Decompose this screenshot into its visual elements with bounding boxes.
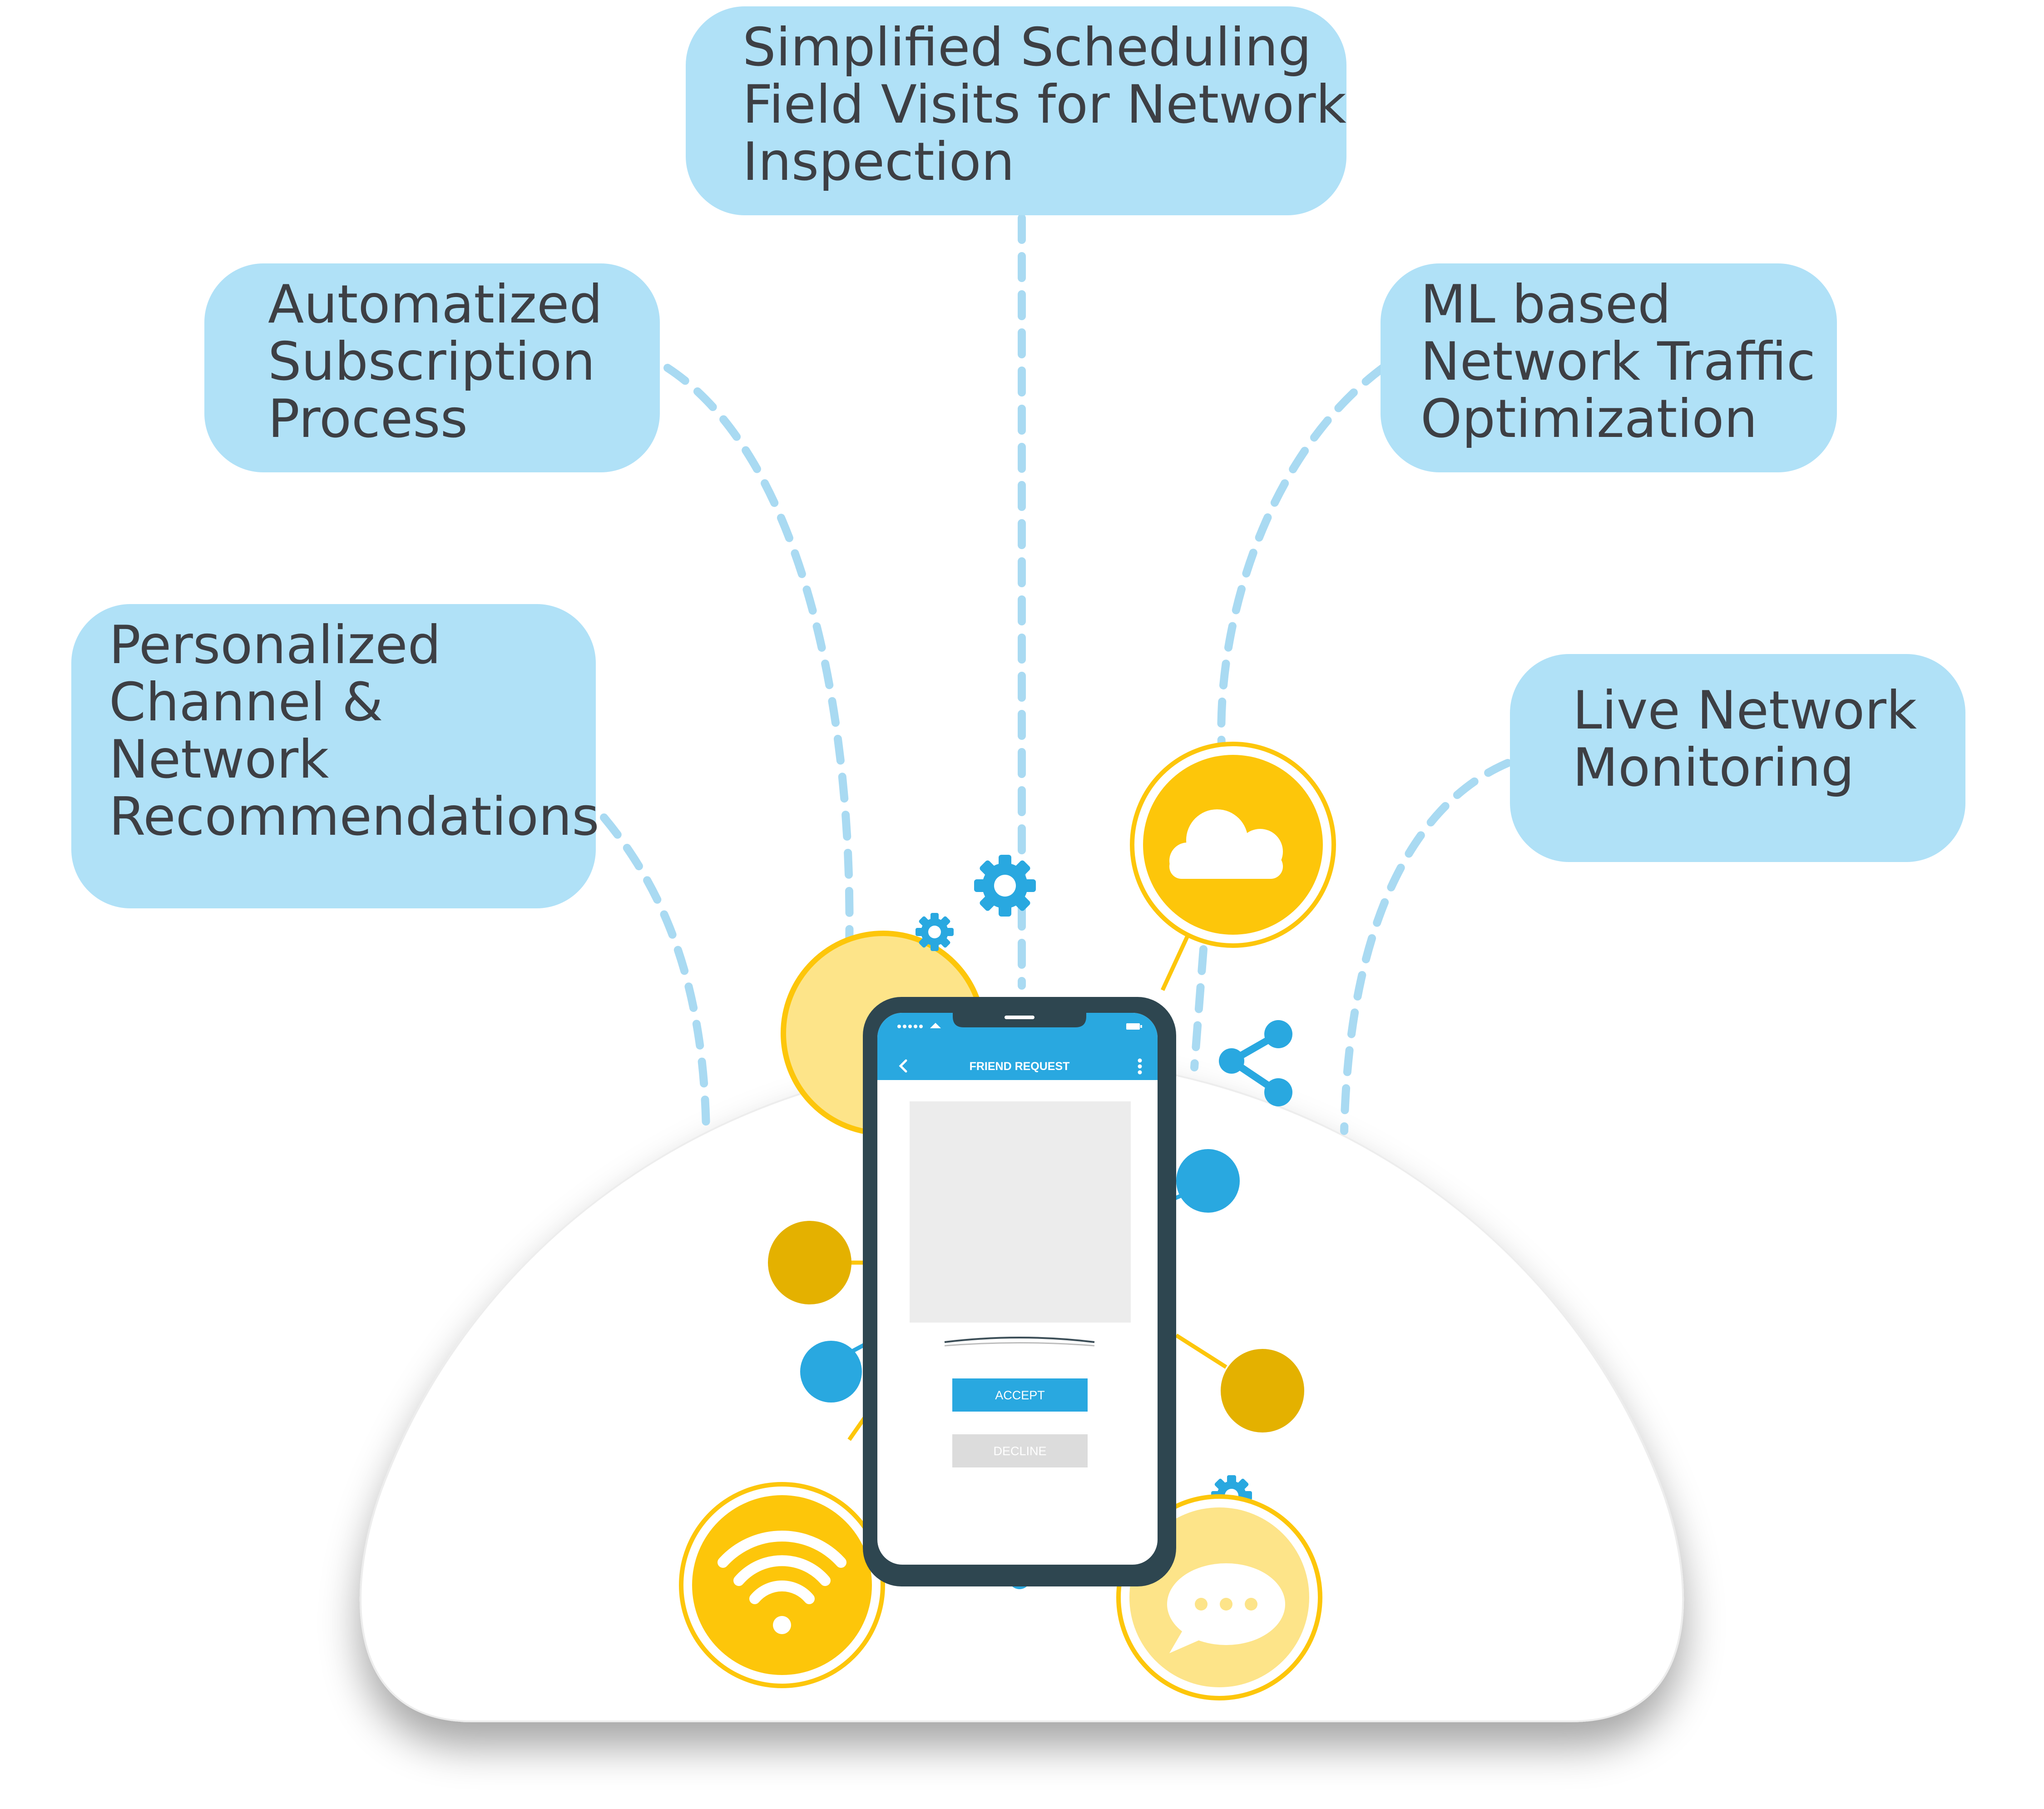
bubble-line: Network Traffic (1420, 331, 1816, 392)
wifi-node (679, 1482, 885, 1688)
bubble-line: Automatized (268, 274, 603, 335)
phone-speaker (1005, 1016, 1034, 1019)
back-arrow-icon[interactable] (899, 1059, 907, 1073)
accept-button-label: ACCEPT (995, 1388, 1045, 1402)
bubble-line: Subscription (268, 331, 595, 392)
phone-header-title: FRIEND REQUEST (970, 1060, 1070, 1073)
name-line-shadow (944, 1342, 1095, 1347)
dashed-connectors (600, 214, 1512, 1135)
bubble-field-visits: Simplified Scheduling Field Visits for N… (686, 6, 1346, 215)
node-blue-left (800, 1341, 862, 1403)
connector-live (1340, 759, 1512, 1135)
bubble-line: Personalized (109, 615, 441, 676)
signal-icon (897, 1023, 941, 1028)
gear-icon (974, 855, 1036, 917)
decline-button[interactable] (952, 1434, 1088, 1467)
connector-pers (600, 813, 710, 1135)
bubble-live-monitoring: Live Network Monitoring (1510, 654, 1965, 862)
profile-image-placeholder (910, 1101, 1131, 1323)
bubble-traffic-optimization: ML based Network Traffic Optimization (1381, 263, 1837, 472)
cloud-icon (1169, 809, 1283, 879)
bubble-line: Field Visits for Network (742, 74, 1346, 135)
bubble-line: Channel & (109, 672, 383, 733)
node-gold-right (1221, 1349, 1304, 1432)
more-vertical-icon[interactable] (1138, 1058, 1142, 1075)
wifi-icon (718, 1531, 846, 1604)
decline-button-label: DECLINE (993, 1444, 1046, 1458)
bubble-line: Live Network (1573, 680, 1917, 741)
battery-icon (1126, 1023, 1142, 1030)
connector-ml (1217, 364, 1387, 749)
connector-ml-lower (1190, 945, 1208, 1071)
bubble-line: Recommendations (109, 786, 599, 848)
bubble-line: Inspection (742, 131, 1015, 193)
bubble-line: Simplified Scheduling (742, 17, 1312, 78)
bubble-line: Optimization (1420, 388, 1758, 450)
accept-button[interactable] (952, 1378, 1088, 1412)
cloud-node (1130, 742, 1336, 948)
node-blue-right (1176, 1149, 1240, 1213)
connector-auto (663, 364, 854, 953)
gear-icon (916, 913, 954, 951)
node-gold-left (768, 1221, 851, 1304)
bubble-recommendations: Personalized Channel & Network Recommend… (71, 604, 599, 908)
phone-notch (953, 1012, 1086, 1027)
share-icon (1219, 1020, 1292, 1106)
bubble-line: ML based (1420, 274, 1671, 335)
name-line (944, 1337, 1095, 1343)
bubble-line: Network (109, 729, 329, 790)
bubble-subscription: Automatized Subscription Process (204, 263, 660, 472)
chat-icon (1167, 1563, 1285, 1653)
bubble-line: Monitoring (1573, 737, 1855, 798)
phone: FRIEND REQUEST ACCEPT DECLINE (863, 997, 1176, 1586)
bubble-line: Process (268, 388, 468, 450)
